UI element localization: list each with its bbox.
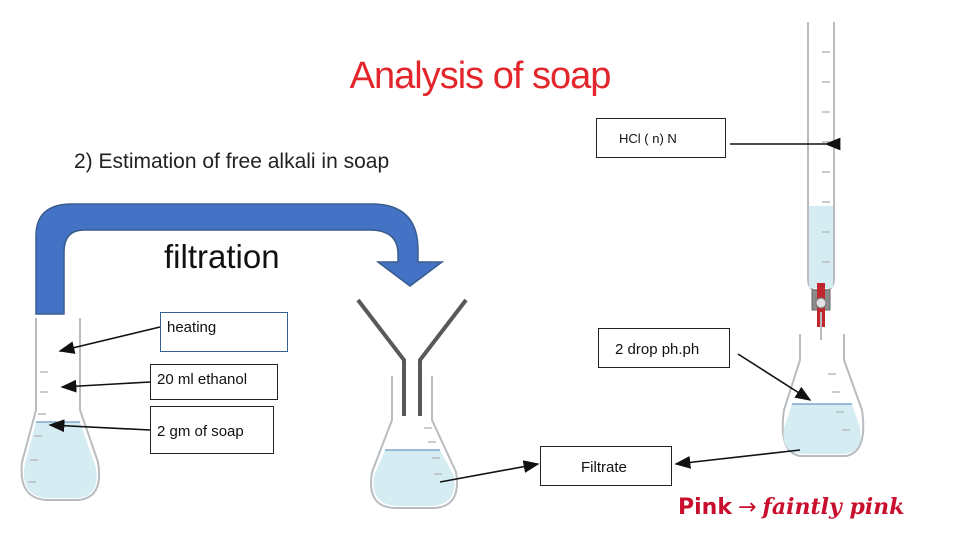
process-label: filtration [164,238,280,275]
page-title: Analysis of soap [349,55,612,97]
conical-flask-middle [370,376,458,509]
subtitle: 2) Estimation of free alkali in soap [74,150,390,173]
conical-flask-left [20,318,100,501]
filtrate-label: Filtrate [540,446,672,486]
color-from: Pink [678,495,732,520]
indicator-label: 2 drop ph.ph [598,328,730,368]
color-change-text: Pink→faintly pink [678,494,904,520]
hcl-label: HCl ( n) N [596,118,726,158]
arrow-icon: → [737,495,757,520]
burette [807,22,835,340]
pointer-arrows [48,137,841,483]
heating-label: heating [160,312,288,352]
conical-flask-right [781,334,865,457]
ethanol-label: 20 ml ethanol [150,364,278,400]
process-arrow [35,203,445,315]
color-to: faintly pink [762,494,905,520]
soap-label: 2 gm of soap [150,406,274,454]
filter-funnel [356,298,468,416]
